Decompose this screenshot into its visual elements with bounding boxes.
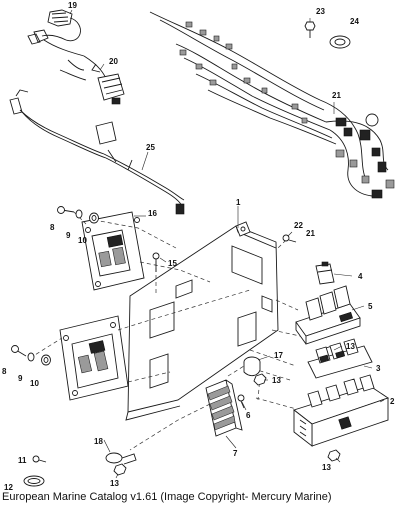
callout-6: 6 — [246, 411, 251, 420]
callout-13-a: 13 — [346, 342, 355, 351]
screw-8-lower — [11, 345, 27, 357]
callout-15: 16 — [148, 209, 157, 218]
callout-10-upper: 10 — [78, 236, 87, 245]
callout-8-lower: 8 — [2, 367, 7, 376]
harness-19 — [59, 55, 125, 105]
cable-tie-12 — [23, 475, 45, 487]
mounting-bracket-1 — [125, 221, 279, 421]
callout-24: 24 — [350, 17, 359, 26]
leader-lines — [69, 9, 385, 479]
callout-13-d: 13 — [110, 479, 119, 488]
callout-12: 12 — [4, 483, 13, 492]
callout-labels: 19 20 25 23 24 21 1 16 15 22 21 4 5 13 1… — [2, 1, 395, 492]
stud-14 — [152, 252, 160, 272]
callout-25: 25 — [146, 143, 155, 152]
callout-13-b: 13 — [272, 376, 281, 385]
callout-22: 22 — [294, 221, 303, 230]
callout-23: 23 — [316, 7, 325, 16]
callout-9-upper: 9 — [66, 231, 71, 240]
callout-11: 11 — [18, 456, 27, 465]
screw-11 — [32, 455, 47, 463]
connector-block-3 — [307, 338, 373, 379]
harness-20 — [149, 11, 395, 199]
harness-25 — [9, 89, 185, 215]
callout-3: 3 — [376, 364, 381, 373]
callout-8-upper: 8 — [50, 223, 55, 232]
washer-9-lower — [27, 352, 35, 362]
callout-19: 20 — [109, 57, 118, 66]
callout-20: 21 — [332, 91, 341, 100]
callout-17: 18 — [94, 437, 103, 446]
relay-16 — [243, 356, 261, 377]
nut-13-b — [253, 373, 267, 386]
clamp-17 — [105, 452, 137, 465]
callout-5: 5 — [368, 302, 373, 311]
spacer-10-lower — [41, 354, 51, 366]
callout-13-c: 13 — [322, 463, 331, 472]
image-caption: European Marine Catalog v1.61 (Image Cop… — [2, 491, 332, 503]
washer-9-upper — [75, 209, 83, 219]
module-panel-lower — [59, 315, 129, 401]
spacer-10-upper — [89, 212, 99, 224]
grommet-24 — [329, 35, 351, 49]
fuse-block-5 — [295, 285, 361, 345]
screw-23 — [304, 21, 316, 38]
callout-7: 7 — [233, 449, 238, 458]
callout-21: 21 — [306, 229, 315, 238]
callout-14: 15 — [168, 259, 177, 268]
connector-4 — [315, 261, 335, 285]
callout-9-lower: 9 — [18, 374, 23, 383]
module-2 — [293, 374, 390, 447]
terminal-block-7 — [205, 379, 243, 437]
callout-1: 1 — [236, 198, 241, 207]
callout-16: 17 — [274, 351, 283, 360]
screw-6 — [237, 394, 245, 409]
callout-4: 4 — [358, 272, 363, 281]
module-panel-15 — [81, 211, 145, 291]
callout-18: 19 — [68, 1, 77, 10]
callout-2: 2 — [390, 397, 395, 406]
nut-13-c — [327, 449, 341, 462]
nut-13-d — [113, 463, 127, 476]
callout-10-lower: 10 — [30, 379, 39, 388]
harness-18 — [27, 9, 85, 57]
screw-8-upper — [57, 206, 75, 214]
screw-22-21 — [282, 234, 297, 243]
